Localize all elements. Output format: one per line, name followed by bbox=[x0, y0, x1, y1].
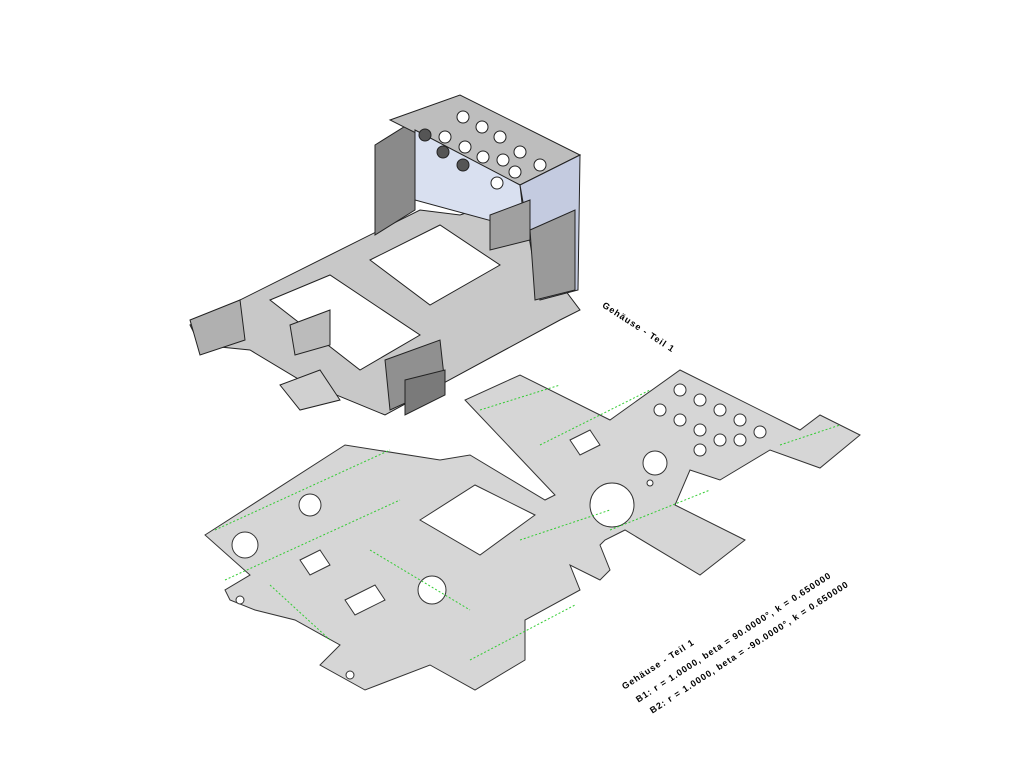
flat-cutouts bbox=[231, 383, 767, 680]
bend-lines bbox=[214, 384, 841, 661]
folded-part-3d bbox=[189, 94, 582, 416]
flat-pattern bbox=[204, 369, 861, 691]
vent-holes-3d bbox=[438, 110, 547, 190]
